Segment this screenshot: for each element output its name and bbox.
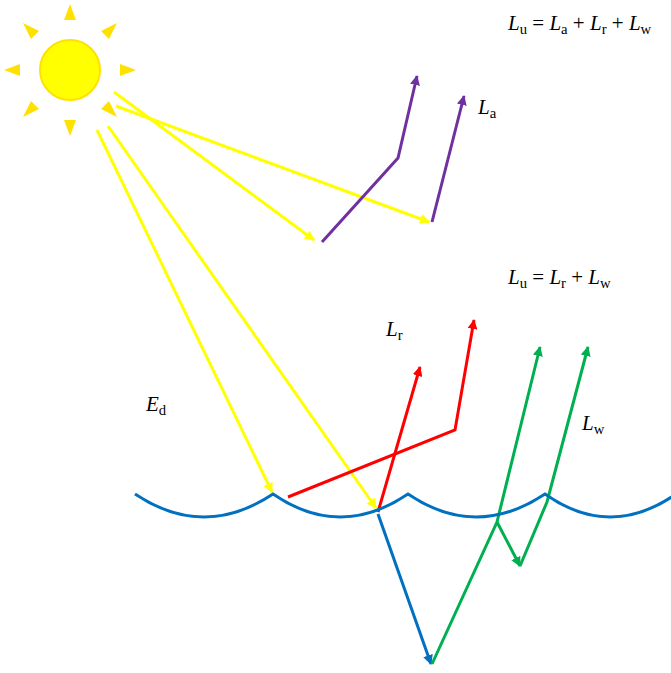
sun <box>4 4 136 136</box>
solar-ray <box>108 126 376 508</box>
refracted-path <box>378 514 431 664</box>
reflected-path <box>288 320 474 497</box>
solar-ray <box>114 92 314 240</box>
radiance-label: La <box>478 96 496 121</box>
solar-ray <box>97 130 272 492</box>
radiance-label: Lw <box>582 412 604 437</box>
radiance-label: Lr <box>386 318 403 343</box>
water-surface <box>135 494 671 517</box>
atmospheric-path <box>322 76 417 242</box>
reflected-path <box>378 367 420 512</box>
water-leaving-path <box>497 522 520 566</box>
radiance-label: Lu = La + Lr + Lw <box>508 12 651 37</box>
water-leaving-path <box>520 347 588 566</box>
radiance-label: Ed <box>146 393 166 418</box>
radiance-label: Lu = Lr + Lw <box>508 266 611 291</box>
atmospheric-path <box>432 96 464 222</box>
